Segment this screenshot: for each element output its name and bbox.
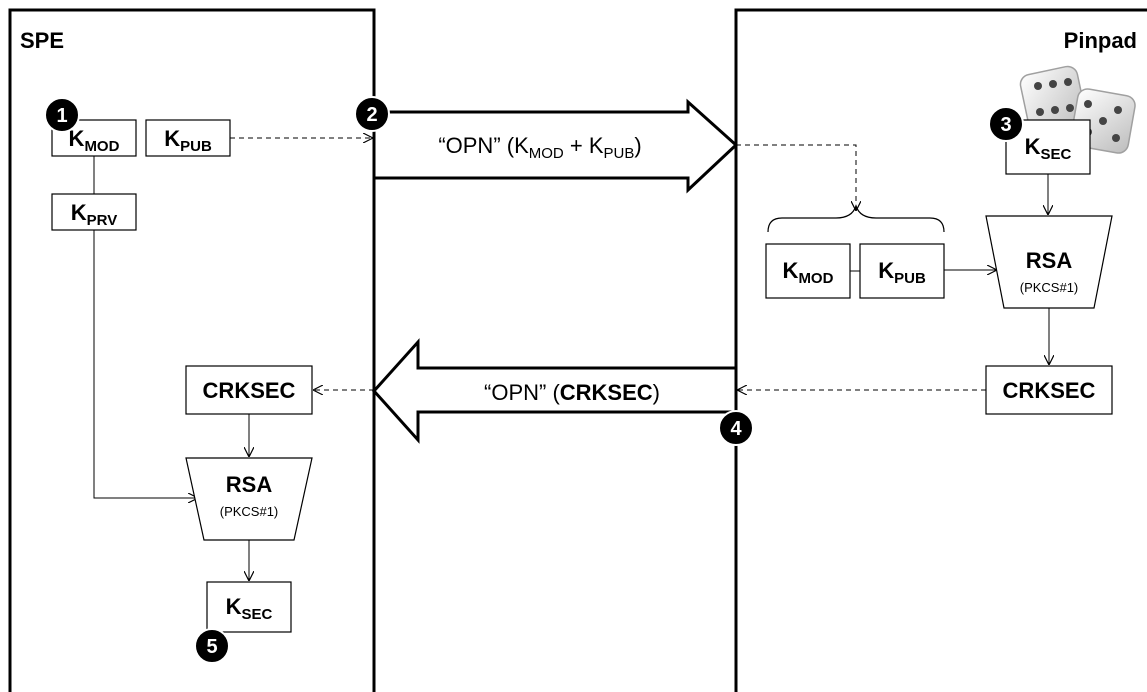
spe-ksec-label: KSEC — [226, 594, 273, 623]
spe-kprv-box — [51, 193, 137, 231]
spe-kprv-label: KPRV — [71, 200, 117, 229]
pinpad-rsa-block — [985, 215, 1113, 309]
kprv-to-rsa-line — [93, 230, 197, 498]
spe-panel — [8, 8, 376, 692]
spe-rsa-block — [185, 457, 313, 541]
spe-kpub-label: KPUB — [164, 126, 212, 155]
pinpad-panel — [734, 8, 1147, 692]
spe-rsa-label: RSA — [226, 472, 273, 497]
svg-text:2: 2 — [366, 104, 377, 126]
request-message: “OPN” (KMOD + KPUB) — [438, 133, 641, 162]
spe-kmod-label: KMOD — [69, 126, 120, 155]
pinpad-panel-title: Pinpad — [1064, 28, 1137, 53]
pinpad-kpub-box — [859, 243, 945, 299]
step-badge-4: 4 — [718, 410, 754, 446]
spe-rsa-sub: (PKCS#1) — [220, 504, 279, 519]
step-badge-1: 1 — [44, 97, 80, 133]
svg-text:3: 3 — [1000, 114, 1011, 136]
pinpad-ksec-label: KSEC — [1025, 134, 1072, 163]
svg-text:4: 4 — [730, 418, 742, 440]
pinpad-crksec-label: CRKSEC — [1003, 378, 1096, 403]
spe-crksec-label: CRKSEC — [203, 378, 296, 403]
step-badge-5: 5 — [194, 628, 230, 664]
pinpad-kmod-label: KMOD — [783, 258, 834, 287]
svg-text:1: 1 — [56, 105, 67, 127]
pinpad-kmod-box — [765, 243, 851, 299]
spe-kpub-box — [145, 119, 231, 157]
step-badge-2: 2 — [354, 96, 390, 132]
pinpad-kpub-label: KPUB — [878, 258, 926, 287]
pinpad-rsa-label: RSA — [1026, 248, 1073, 273]
request-to-brace-dashed — [736, 144, 856, 210]
response-message: “OPN” (CRKSEC) — [484, 380, 660, 405]
keys-brace — [767, 204, 945, 233]
spe-ksec-box — [206, 581, 292, 633]
pinpad-crksec-box — [985, 365, 1113, 415]
step-badge-3: 3 — [988, 106, 1024, 142]
request-arrow — [372, 98, 739, 194]
svg-text:5: 5 — [206, 636, 217, 658]
pinpad-rsa-sub: (PKCS#1) — [1020, 280, 1079, 295]
spe-panel-title: SPE — [20, 28, 64, 53]
response-arrow — [371, 338, 738, 444]
